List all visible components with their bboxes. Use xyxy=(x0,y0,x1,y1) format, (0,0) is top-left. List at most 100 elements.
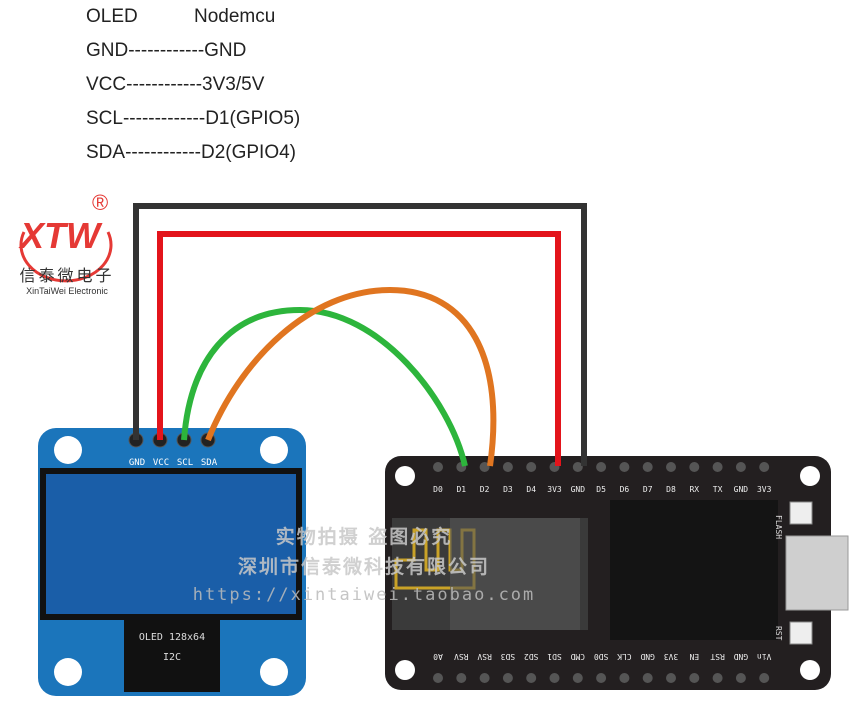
oled-mount-hole-br xyxy=(260,658,288,686)
nodemcu-bottom-pin xyxy=(572,673,583,683)
nodemcu-bottom-pin xyxy=(596,673,607,683)
oled-model-label: OLED 128x64 xyxy=(139,632,205,643)
pin-row-scl: SCL-------------D1(GPIO5) xyxy=(86,108,301,129)
nodemcu-mount-hole-br xyxy=(800,660,820,680)
nodemcu-bottom-pin-label: SD2 xyxy=(524,652,539,661)
nodemcu-mount-hole-bl xyxy=(395,660,415,680)
nodemcu-bottom-pin-label: GND xyxy=(733,652,748,661)
flash-button xyxy=(789,501,813,525)
nodemcu-top-pin xyxy=(759,462,770,472)
nodemcu-bottom-pin xyxy=(479,673,490,683)
nodemcu-bottom-pin xyxy=(456,673,467,683)
pin-table-header: OLED Nodemcu xyxy=(86,0,300,34)
nodemcu-top-pin-label: GND xyxy=(571,485,586,494)
nodemcu-top-pin xyxy=(712,462,723,472)
nodemcu-top-pin xyxy=(526,462,537,472)
oled-screen xyxy=(46,474,296,614)
nodemcu-bottom-pin-label: Vin xyxy=(757,652,772,661)
nodemcu-top-pin xyxy=(479,462,490,472)
micro-usb-port xyxy=(785,535,849,611)
nodemcu-bottom-pin xyxy=(619,673,630,683)
nodemcu-top-pin-label: 3V3 xyxy=(547,485,562,494)
oled-module: OLED 128x64 I2C GND VCC SCL SDA xyxy=(38,428,306,696)
nodemcu-bottom-pin xyxy=(526,673,537,683)
xtw-logo: XTW ® xyxy=(18,190,113,283)
nodemcu-top-pin xyxy=(572,462,583,472)
nodemcu-bottom-pin-label: A0 xyxy=(433,652,443,661)
header-nodemcu: Nodemcu xyxy=(194,6,276,27)
nodemcu-bottom-pin xyxy=(735,673,746,683)
nodemcu-top-pin-label: D2 xyxy=(480,485,490,494)
nodemcu-top-pin xyxy=(433,462,443,472)
oled-pin-label-vcc: VCC xyxy=(153,458,169,468)
oled-pin-label-sda: SDA xyxy=(201,458,218,468)
nodemcu-bottom-pin xyxy=(642,673,653,683)
nodemcu-top-pin-label: D8 xyxy=(666,485,676,494)
logo-en-name: XinTaiWei Electronic xyxy=(26,286,108,296)
nodemcu-top-pin-label: RX xyxy=(689,485,699,494)
nodemcu-bottom-pin-label: RSV xyxy=(454,652,469,661)
oled-ribbon xyxy=(124,616,220,692)
wire-scl xyxy=(181,306,468,467)
pin-row-vcc: VCC------------3V3/5V xyxy=(86,74,265,95)
oled-mount-hole-bl xyxy=(54,658,82,686)
nodemcu-bottom-pin-label: GND xyxy=(640,652,655,661)
nodemcu-bottom-pin-label: 3V3 xyxy=(664,652,679,661)
nodemcu-top-pin xyxy=(666,462,676,472)
nodemcu-top-pin xyxy=(735,462,746,472)
nodemcu-bottom-pin xyxy=(712,673,723,683)
nodemcu-top-pin-label: TX xyxy=(713,485,723,494)
nodemcu-bottom-pin xyxy=(689,673,700,683)
oled-mount-hole-tr xyxy=(260,436,288,464)
logo-mark: XTW xyxy=(18,215,103,256)
nodemcu-top-pin xyxy=(596,462,607,472)
nodemcu-bottom-pin xyxy=(502,673,513,683)
watermark-line-2: 深圳市信泰微科技有限公司 xyxy=(237,556,490,578)
flash-label: FLASH xyxy=(774,515,783,539)
logo-registered: ® xyxy=(92,190,108,215)
nodemcu-bottom-pin-label: CMD xyxy=(570,652,585,661)
nodemcu-top-pin-label: D4 xyxy=(526,485,536,494)
nodemcu-top-pin-label: GND xyxy=(734,485,749,494)
nodemcu-bottom-pin-label: RST xyxy=(710,652,725,661)
nodemcu-top-pin-label: 3V3 xyxy=(757,485,772,494)
oled-pin-label-gnd: GND xyxy=(129,458,145,468)
nodemcu-top-pin-label: D0 xyxy=(433,485,443,494)
nodemcu-bottom-pin-label: RSV xyxy=(477,652,492,661)
rst-button xyxy=(789,621,813,645)
wire-sda xyxy=(205,286,497,467)
wire-gnd xyxy=(133,203,587,466)
nodemcu-bottom-pin-label: CLK xyxy=(617,652,632,661)
pin-row-gnd: GND------------GND xyxy=(86,40,247,61)
nodemcu-bottom-pin-label: SD0 xyxy=(594,652,609,661)
esp-shield xyxy=(450,518,580,630)
nodemcu-bottom-pin xyxy=(433,673,443,683)
nodemcu-bottom-pin xyxy=(549,673,560,683)
usb-uart-chip xyxy=(610,500,778,640)
nodemcu-top-pin xyxy=(642,462,653,472)
nodemcu-top-pin xyxy=(689,462,700,472)
oled-mount-hole-tl xyxy=(54,436,82,464)
header-oled: OLED xyxy=(86,6,138,27)
nodemcu-top-pin-label: D5 xyxy=(596,485,606,494)
watermark-line-1: 实物拍摄 盗图必究 xyxy=(275,526,453,548)
nodemcu-bottom-pin-label: SD1 xyxy=(547,652,562,661)
nodemcu-bottom-pin xyxy=(666,673,676,683)
logo-cn-name: 信泰微电子 xyxy=(19,266,115,285)
nodemcu-top-pin-label: D7 xyxy=(643,485,653,494)
wire-vcc xyxy=(157,231,561,466)
nodemcu-bottom-pin-label: SD3 xyxy=(500,652,515,661)
pin-row-sda: SDA------------D2(GPIO4) xyxy=(86,142,297,163)
nodemcu-mount-hole-tr xyxy=(800,466,820,486)
oled-interface-label: I2C xyxy=(163,652,181,663)
logo-arc xyxy=(19,231,113,283)
nodemcu-top-pin xyxy=(502,462,513,472)
nodemcu-mount-hole-tl xyxy=(395,466,415,486)
nodemcu-top-pin-label: D1 xyxy=(456,485,466,494)
watermark-line-3: https://xintaiwei.taobao.com xyxy=(192,585,536,605)
nodemcu-top-pin-label: D6 xyxy=(620,485,630,494)
nodemcu-top-pin xyxy=(619,462,630,472)
